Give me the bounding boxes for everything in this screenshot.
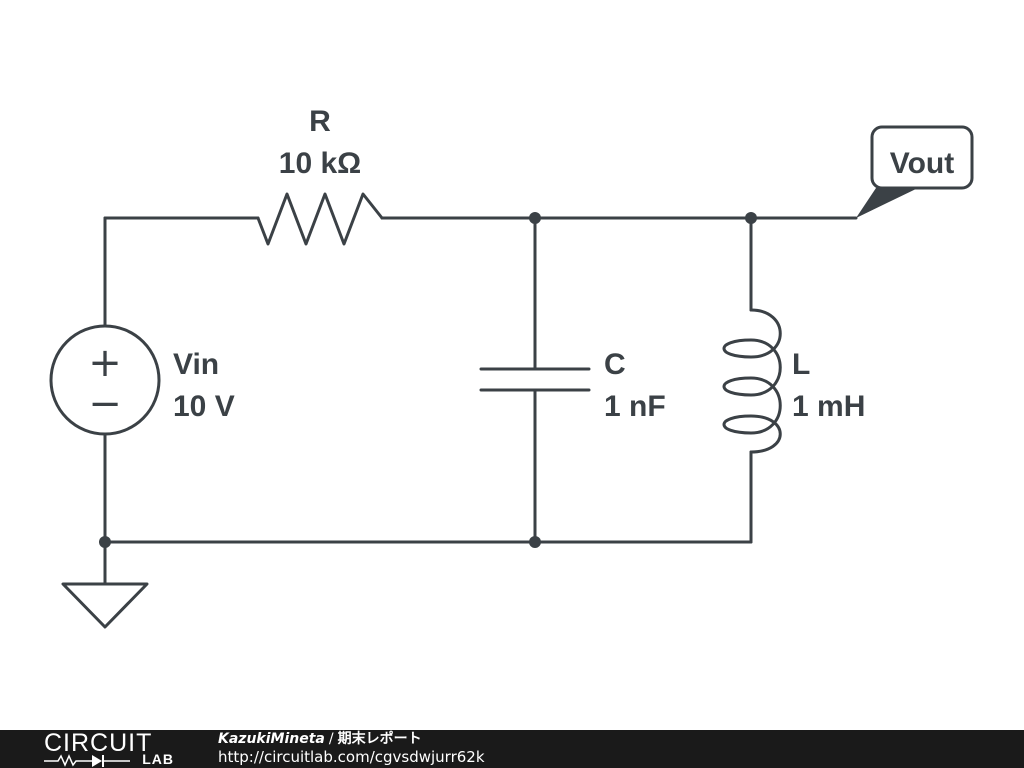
resistor-name: R bbox=[309, 105, 331, 138]
circuit-url-link[interactable]: http://circuitlab.com/cgvsdwjurr62k bbox=[218, 748, 485, 766]
inductor-name: L bbox=[792, 348, 810, 381]
inductor-coil bbox=[722, 308, 782, 454]
circuitlab-logo[interactable]: LAB bbox=[44, 751, 174, 768]
author-link[interactable]: KazukiMineta bbox=[218, 731, 325, 747]
circuit-schematic: Vout + − R 10 kΩ Vin 10 V C 1 nF L 1 mH bbox=[49, 105, 974, 629]
circuit-title: 期末レポート bbox=[337, 731, 422, 747]
junction-bottom-capacitor bbox=[529, 536, 541, 548]
junction-top-capacitor bbox=[529, 212, 541, 224]
resistor-symbol bbox=[256, 192, 384, 246]
junction-top-inductor bbox=[745, 212, 757, 224]
capacitor-value: 1 nF bbox=[604, 390, 666, 423]
circuitlab-logo-text: CIRCUIT bbox=[44, 729, 153, 757]
circuitlab-logo-lab: LAB bbox=[142, 751, 174, 767]
source-minus-sign: − bbox=[88, 381, 122, 427]
source-name: Vin bbox=[173, 348, 219, 381]
footer-bar: CIRCUIT LAB KazukiMineta/期末レポート http://c… bbox=[0, 730, 1024, 768]
vout-pointer bbox=[856, 188, 918, 218]
footer-credit: KazukiMineta/期末レポート bbox=[218, 731, 422, 747]
ground-symbol bbox=[61, 582, 149, 629]
junction-bottom-left bbox=[99, 536, 111, 548]
circuit-logo-icon bbox=[44, 754, 130, 767]
source-plus-sign: + bbox=[88, 340, 122, 386]
vout-label: Vout bbox=[890, 147, 954, 180]
resistor-value: 10 kΩ bbox=[279, 147, 361, 180]
source-value: 10 V bbox=[173, 390, 235, 423]
inductor-value: 1 mH bbox=[792, 390, 865, 423]
credit-separator: / bbox=[328, 731, 334, 747]
vout-label-box bbox=[870, 125, 974, 190]
capacitor-name: C bbox=[604, 348, 626, 381]
